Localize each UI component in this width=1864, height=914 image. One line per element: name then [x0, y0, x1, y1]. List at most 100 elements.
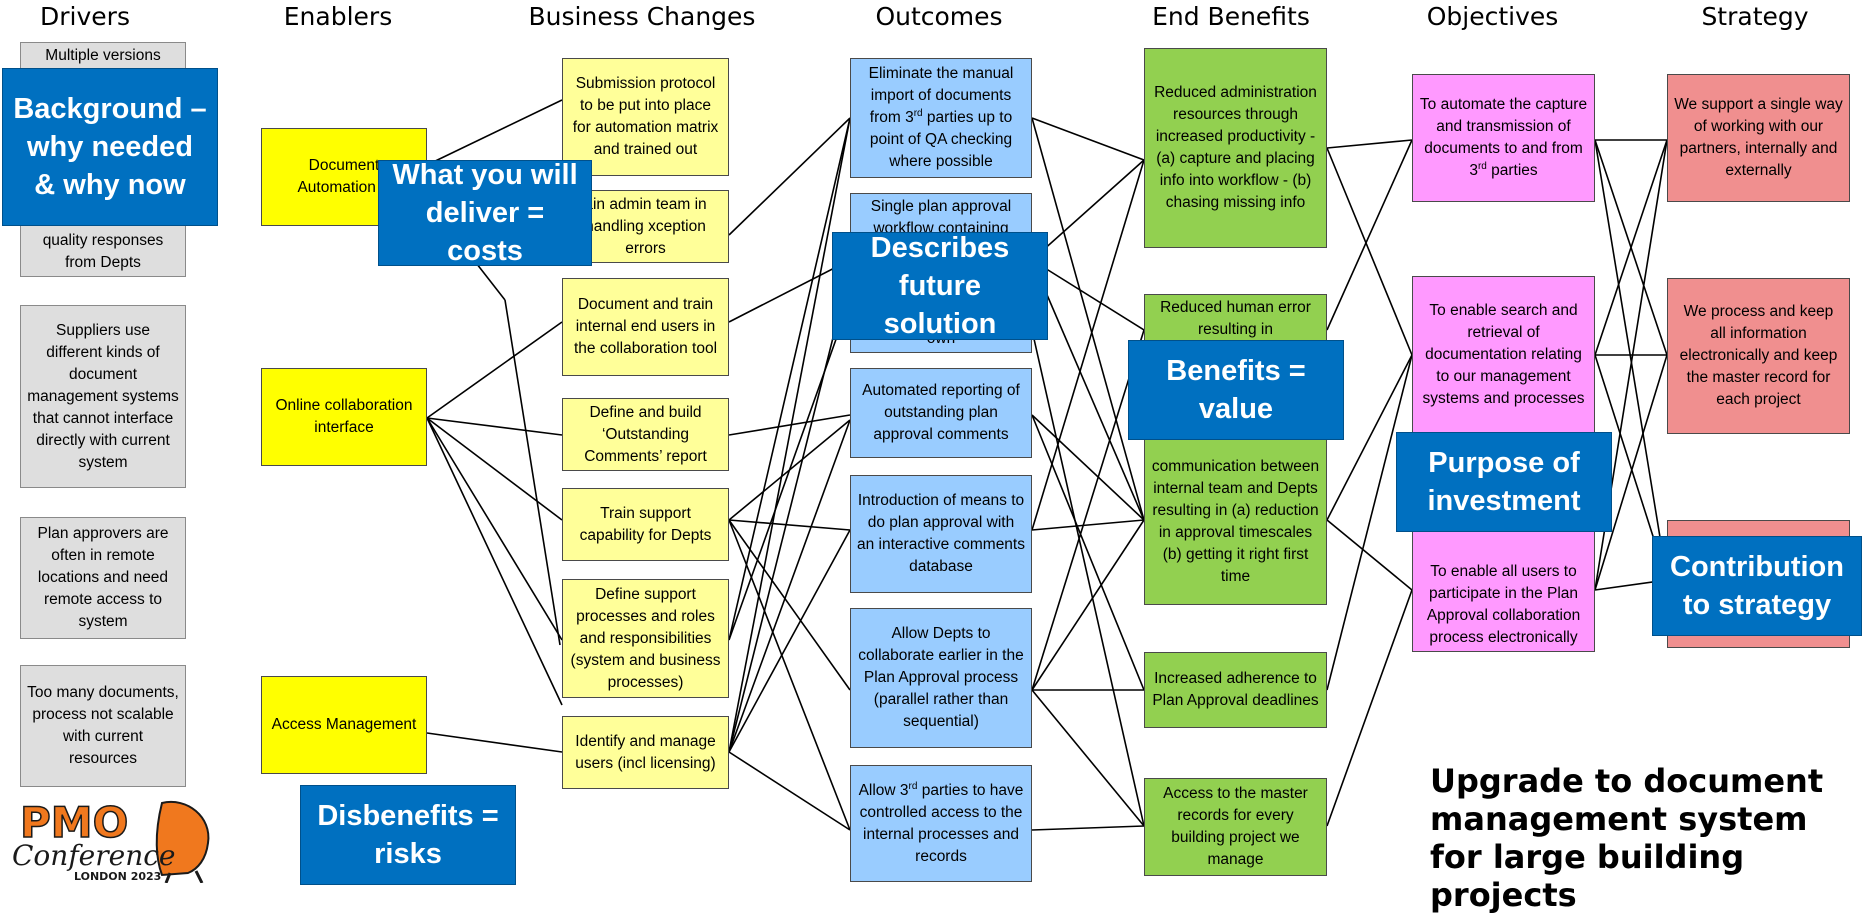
header-objectives: Objectives — [1426, 2, 1559, 31]
callout-benefits-value: Benefits = value — [1128, 340, 1344, 440]
connector-line — [1326, 147, 1413, 356]
benefit-box-1: Reduced administration resources through… — [1144, 48, 1327, 248]
connector-line — [1031, 329, 1145, 691]
enabler-box-2: Online collaboration interface — [261, 368, 427, 466]
outcome-box-5: Introduction of means to do plan approva… — [850, 475, 1032, 593]
business-change-box-6: Define support processes and roles and r… — [562, 579, 729, 698]
driver-text: Suppliers use different kinds of documen… — [27, 321, 179, 471]
logo-pmo-text: PMO — [20, 798, 128, 847]
driver-text: Too many documents, process not scalable… — [27, 684, 179, 767]
connector-line — [728, 414, 851, 436]
objective-box-3: To enable all users to participate in th… — [1412, 520, 1595, 652]
business-change-text: Define and build ‘Outstanding Comments’ … — [584, 403, 707, 465]
outcome-box-7: Allow 3rd parties to have controlled acc… — [850, 765, 1032, 882]
connector-line — [1326, 139, 1413, 331]
connector-line — [1031, 159, 1145, 261]
logo-conference-text: Conference — [12, 839, 176, 872]
header-strategy: Strategy — [1701, 2, 1809, 31]
connector-line — [1326, 519, 1413, 591]
business-change-box-1: Submission protocol to be put into place… — [562, 58, 729, 176]
callout-contribution-strategy: Contribution to strategy — [1652, 536, 1862, 636]
connector-line — [1031, 259, 1145, 331]
benefit-box-4: Increased adherence to Plan Approval dea… — [1144, 652, 1327, 728]
connector-line — [1031, 825, 1145, 831]
objective-box-2: To enable search and retrieval of docume… — [1412, 276, 1595, 434]
benefit-text: Reduced administration resources through… — [1154, 84, 1317, 211]
outcome-box-1: Eliminate the manual import of documents… — [850, 58, 1032, 178]
strategy-text: We process and keep all information elec… — [1679, 303, 1838, 408]
connector-line — [1031, 259, 1145, 521]
business-change-box-4: Define and build ‘Outstanding Comments’ … — [562, 398, 729, 471]
driver-text: Multiple versions — [45, 47, 161, 64]
driver-text: quality responses from Depts — [42, 232, 164, 271]
connector-line — [1594, 139, 1668, 356]
callout-disbenefits-risks: Disbenefits = risks — [300, 785, 516, 885]
connector-line — [728, 117, 851, 753]
header-outcomes: Outcomes — [875, 2, 1003, 31]
header-end-benefits: End Benefits — [1152, 2, 1310, 31]
outcome-text: Allow Depts to collaborate earlier in th… — [858, 625, 1024, 730]
logo-chair-icon — [155, 800, 210, 884]
enabler-box-3: Access Management — [261, 676, 427, 774]
connector-line — [426, 417, 563, 706]
benefit-text: Increased adherence to Plan Approval dea… — [1152, 670, 1319, 709]
business-change-box-7: Identify and manage users (incl licensin… — [562, 716, 729, 789]
outcome-text: Allow 3rd parties to have controlled acc… — [858, 780, 1024, 865]
callout-deliver-costs: What you will deliver = costs — [378, 159, 592, 267]
connector-line — [426, 321, 563, 419]
connector-line — [1326, 354, 1413, 521]
header-drivers: Drivers — [40, 2, 130, 31]
business-change-box-5: Train support capability for Depts — [562, 488, 729, 561]
connector-line — [728, 117, 851, 641]
business-change-text: Define support processes and roles and r… — [570, 585, 721, 691]
business-change-text: ain admin team in handling xception erro… — [584, 195, 707, 257]
connector-line — [426, 417, 563, 436]
strategy-box-1: We support a single way of working with … — [1667, 74, 1850, 202]
outcome-text: Introduction of means to do plan approva… — [857, 492, 1025, 575]
driver-box-5: Too many documents, process not scalable… — [20, 665, 186, 787]
benefit-text: communication between internal team and … — [1151, 457, 1320, 585]
connector-line — [426, 99, 563, 166]
connector-line — [1031, 414, 1145, 691]
connector-line — [728, 529, 851, 753]
business-change-text: Document and train internal end users in… — [573, 296, 718, 357]
connector-line — [504, 299, 561, 646]
connector-line — [1031, 329, 1145, 827]
strategy-box-2: We process and keep all information elec… — [1667, 278, 1850, 434]
connector-line — [426, 417, 563, 641]
driver-box-3: Suppliers use different kinds of documen… — [20, 305, 186, 488]
connector-line — [1031, 689, 1145, 827]
connector-lines — [426, 99, 1668, 831]
business-change-text: Submission protocol to be put into place… — [572, 75, 719, 158]
connector-line — [426, 417, 563, 521]
connector-line — [728, 519, 851, 831]
driver-box-1: Multiple versions — [20, 42, 186, 72]
connector-line — [1031, 519, 1145, 531]
benefit-box-3: communication between internal team and … — [1144, 438, 1327, 605]
business-change-text: Train support capability for Depts — [579, 504, 712, 544]
header-enablers: Enablers — [283, 2, 393, 31]
connector-line — [728, 751, 851, 831]
outcome-box-4: Automated reporting of outstanding plan … — [850, 368, 1032, 458]
outcome-text: Automated reporting of outstanding plan … — [862, 382, 1020, 443]
connector-line — [1031, 117, 1145, 521]
connector-line — [728, 259, 851, 323]
connector-line — [1326, 139, 1413, 149]
outcome-box-6: Allow Depts to collaborate earlier in th… — [850, 608, 1032, 748]
business-change-box-3: Document and train internal end users in… — [562, 278, 729, 376]
strategy-text: We support a single way of working with … — [1674, 96, 1843, 179]
driver-box-4: Plan approvers are often in remote locat… — [20, 517, 186, 639]
objective-text: To enable all users to participate in th… — [1426, 563, 1581, 646]
connector-line — [728, 269, 851, 753]
benefit-text: Reduced human error resulting in — [1160, 299, 1311, 338]
connector-line — [728, 519, 851, 691]
benefit-text: Access to the master records for every b… — [1163, 785, 1308, 868]
driver-text: Plan approvers are often in remote locat… — [37, 525, 169, 630]
connector-line — [1031, 117, 1145, 161]
connector-line — [1326, 354, 1413, 691]
callout-background: Background – why needed & why now — [2, 68, 218, 226]
connector-line — [728, 519, 851, 531]
enabler-text: Access Management — [271, 716, 417, 733]
connector-line — [728, 117, 851, 236]
callout-purpose-investment: Purpose of investment — [1396, 432, 1612, 532]
